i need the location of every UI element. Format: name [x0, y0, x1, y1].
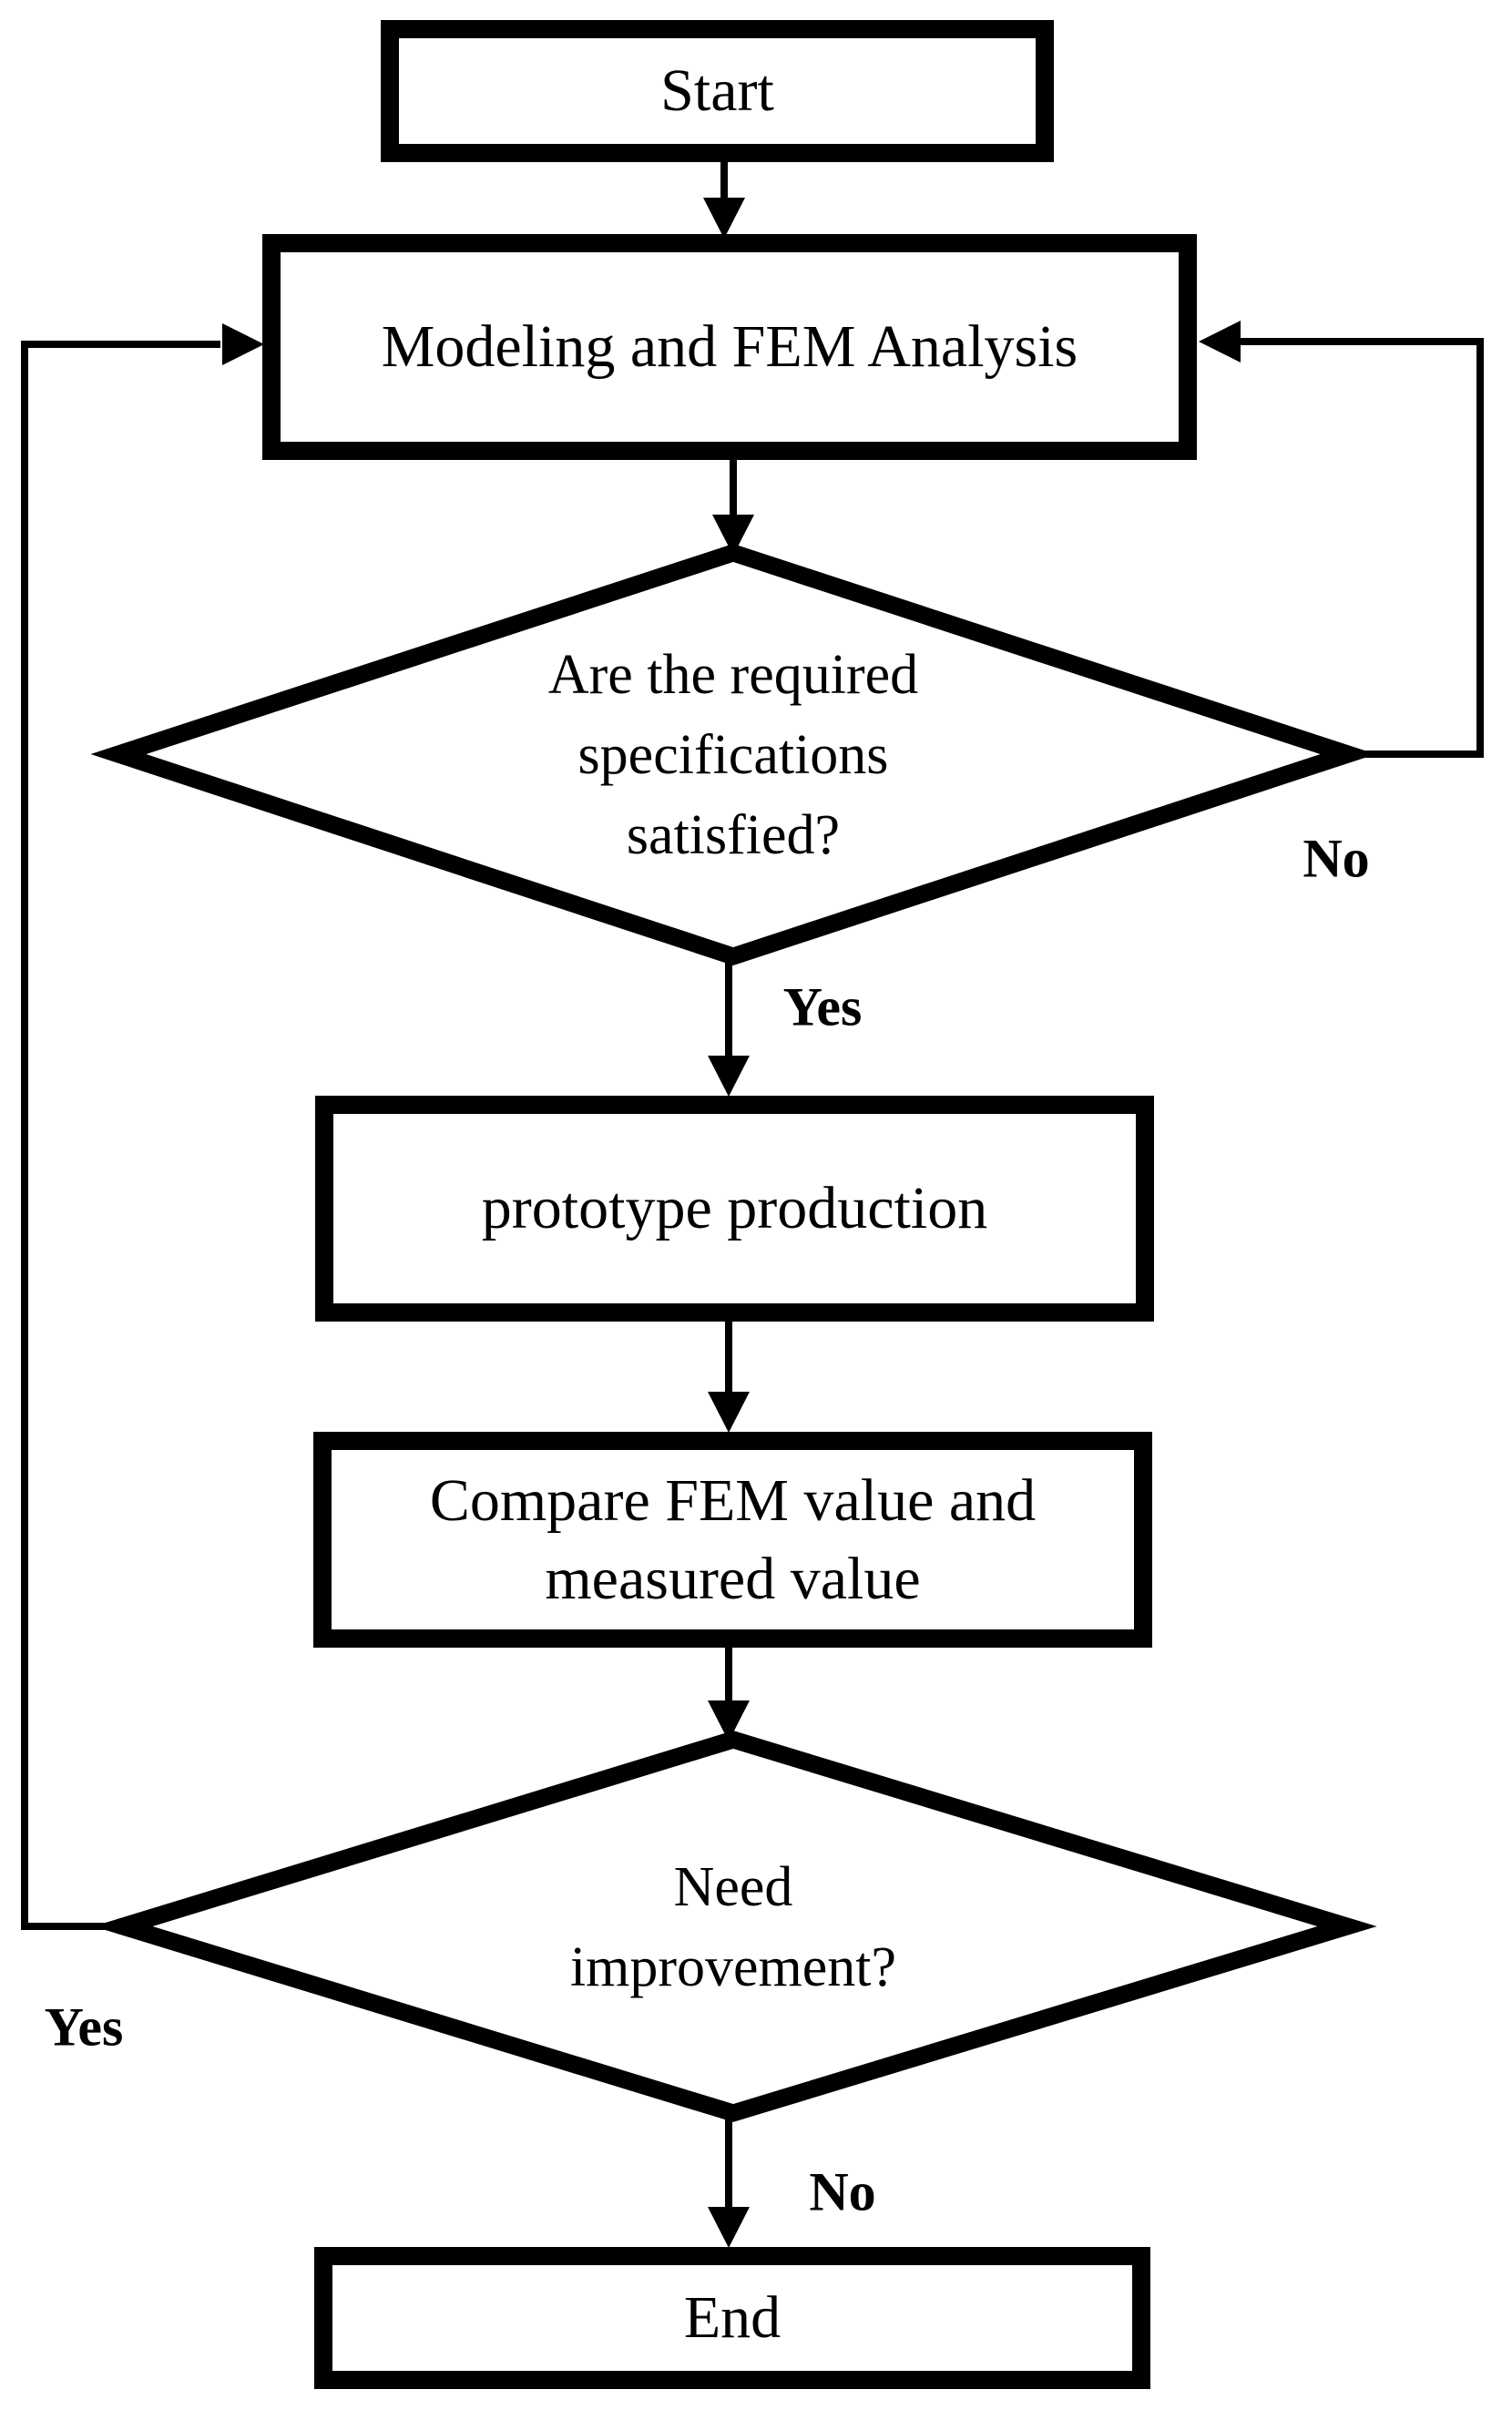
node-end-label: End	[683, 2284, 782, 2351]
node-modeling: Modeling and FEM Analysis	[262, 234, 1197, 460]
node-start-label: Start	[660, 57, 774, 124]
edge-improvement-decision-to-modeling-yes-loop	[21, 341, 220, 1930]
edge-label-no-improvement: No	[809, 2161, 876, 2222]
node-modeling-label: Modeling and FEM Analysis	[381, 313, 1078, 380]
arrowhead-into-compare	[708, 1392, 750, 1433]
arrowhead-into-modeling-left	[222, 323, 264, 365]
node-end: End	[314, 2247, 1150, 2389]
decision-improvement-diamond	[93, 1731, 1377, 2122]
arrowhead-into-prototype	[708, 1056, 750, 1097]
arrowhead-into-modeling-right	[1199, 321, 1241, 363]
node-compare-label: Compare FEM value and measured value	[429, 1466, 1037, 1612]
arrowhead-into-modeling-top	[703, 198, 745, 239]
decision-spec-label: Are the required specifications satisfie…	[547, 644, 919, 866]
node-prototype-label: prototype production	[481, 1175, 988, 1241]
edge-label-yes-improvement: Yes	[44, 1996, 124, 2058]
edge-label-no-spec: No	[1303, 828, 1370, 889]
decision-spec-diamond	[90, 544, 1376, 966]
edge-label-yes-spec: Yes	[782, 976, 863, 1037]
node-compare: Compare FEM value and measured value	[313, 1432, 1152, 1648]
arrowhead-into-spec-decision	[712, 515, 754, 556]
node-prototype: prototype production	[315, 1096, 1154, 1322]
edge-spec-decision-to-modeling-no-loop	[1239, 338, 1484, 758]
arrowhead-into-end	[708, 2207, 750, 2248]
node-start: Start	[381, 20, 1054, 162]
arrowhead-into-improvement-decision	[708, 1700, 750, 1741]
decision-improvement-label: Need improvement?	[569, 1856, 897, 1998]
